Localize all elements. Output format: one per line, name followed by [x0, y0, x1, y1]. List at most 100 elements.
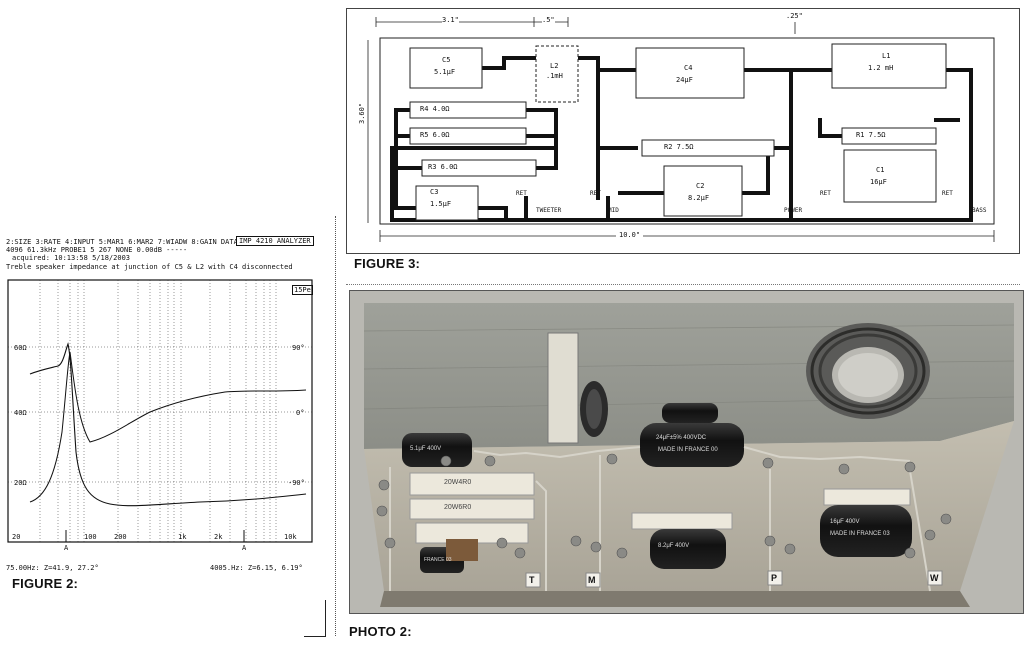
- r1-box: [841, 127, 937, 145]
- l2-value: .1mH: [546, 72, 563, 80]
- fig3-frame: [346, 8, 1020, 254]
- fig2-scale-tag: 15Pe: [292, 285, 313, 295]
- panel-divider: [335, 216, 336, 636]
- r2-box: [641, 139, 775, 157]
- c2-value: 8.2μF: [688, 194, 710, 202]
- l1-label: L1: [882, 52, 891, 60]
- r5-box: [409, 127, 527, 145]
- c3-value: 1.5μF: [430, 200, 452, 208]
- c4-box: [635, 47, 745, 99]
- dim-3-1: 3.1": [442, 16, 459, 24]
- small-cap-bottom-label: FRANCE 03: [424, 557, 452, 563]
- term-ret-3: RET: [820, 190, 831, 197]
- marker-a-right: A: [242, 544, 247, 552]
- air-core-inductor: [806, 323, 930, 419]
- y-left-label-40: 40Ω: [14, 409, 27, 417]
- y-right-label-0: 0°: [296, 409, 305, 417]
- r2-label: R2 7.5Ω: [664, 143, 694, 151]
- l2-label: L2: [550, 62, 559, 70]
- term-ret-1: RET: [516, 190, 527, 197]
- right-cap-label-1: 16μF 400V: [830, 519, 860, 525]
- terminal-label-w: W: [930, 573, 939, 583]
- fig2-header-line2: 4096 61.3kHz PROBE1 5 267 NONE 0.00dB --…: [6, 246, 188, 254]
- term-mid: MID: [608, 207, 619, 214]
- c4-label: C4: [684, 64, 693, 72]
- l1-box: [831, 43, 947, 89]
- mid-cap-label: 8.2μF 400V: [658, 543, 690, 549]
- cap-5-1uf: [402, 433, 472, 467]
- cap-8-2uf: [650, 529, 726, 569]
- y-right-label-neg90: -90°: [288, 479, 305, 487]
- c1-value: 16μF: [870, 178, 887, 186]
- c1-label: C1: [876, 166, 885, 174]
- terminal-label-p: P: [771, 573, 778, 583]
- r4-label: R4 4.0Ω: [420, 105, 450, 113]
- dim-0-25: .25": [786, 12, 803, 20]
- phase-curve: [29, 351, 307, 503]
- fig2-footer-right: 4005.Hz: Z=6.15, 6.19°: [210, 564, 303, 572]
- r5-label: R5 6.0Ω: [420, 131, 450, 139]
- c4-value: 24μF: [676, 76, 693, 84]
- resistor-label-b: 20W6R0: [444, 504, 472, 511]
- term-bass: BASS: [972, 207, 987, 214]
- resistor-r4: [409, 472, 535, 496]
- big-cap-label-2: MADE IN FRANCE 00: [658, 447, 718, 453]
- fig3-caption-rule: [346, 284, 1020, 285]
- fig2-header-tag: IMP 4210 ANALYZER: [236, 236, 314, 246]
- r3-label: R3 6.0Ω: [428, 163, 458, 171]
- c5-box: [409, 47, 483, 89]
- photo-2-caption: PHOTO 2:: [349, 624, 412, 639]
- small-cap-label: 5.1μF 400V: [410, 446, 442, 452]
- c2-label: C2: [696, 182, 705, 190]
- big-cap-label-1: 24μF±5% 400VDC: [656, 435, 707, 441]
- cap-16uf: [820, 505, 912, 557]
- terminal-label-t: T: [529, 575, 535, 585]
- impedance-plot: [7, 279, 313, 543]
- c5-label: C5: [442, 56, 451, 64]
- l1-value: 1.2 mH: [868, 64, 894, 72]
- fig2-header-line1: 2:SIZE 3:RATE 4:INPUT 5:MAR1 6:MAR2 7:WI…: [6, 238, 236, 246]
- fig2-corner-h: [304, 636, 326, 637]
- c3-label: C3: [430, 188, 439, 196]
- x-label-10k: 10k: [284, 533, 297, 541]
- c2-box: [663, 165, 743, 217]
- y-right-label-90: 90°: [292, 344, 305, 352]
- resistor-r5: [409, 498, 535, 520]
- term-ret-2: RET: [590, 190, 601, 197]
- term-tweeter: TWEETER: [536, 207, 562, 214]
- cap-24uf: [640, 423, 744, 467]
- ferrite-block: [547, 332, 579, 444]
- x-label-20: 20: [12, 533, 21, 541]
- r4-box: [409, 101, 527, 119]
- y-left-label-20: 20Ω: [14, 479, 27, 487]
- resistor-r2: [631, 512, 733, 530]
- c3-box: [415, 185, 479, 221]
- photo-2: T M P W 24μF±5% 400VDC MADE IN FRANCE 00…: [349, 290, 1024, 614]
- impedance-curve: [29, 342, 307, 507]
- dim-width: 10.0": [616, 231, 644, 239]
- resistor-r1: [823, 488, 911, 506]
- x-label-1k: 1k: [178, 533, 187, 541]
- c1-box: [843, 149, 937, 203]
- fig2-header-line3: acquired: 10:13:58 5/18/2003: [12, 254, 131, 262]
- dim-0-5: .5": [542, 16, 555, 24]
- figure-3: 3.1" .5" .25" 3.60" 10.0" C5 5.1μF L2 .1…: [346, 8, 1020, 285]
- x-label-200: 200: [114, 533, 127, 541]
- fig2-footer-left: 75.00Hz: Z=41.9, 27.2°: [6, 564, 99, 572]
- figure-2-caption: FIGURE 2:: [12, 576, 79, 591]
- fig2-title: Treble speaker impedance at junction of …: [6, 263, 293, 271]
- marker-a-left: A: [64, 544, 69, 552]
- term-ret-4: RET: [942, 190, 953, 197]
- x-label-100: 100: [84, 533, 97, 541]
- right-cap-label-2: MADE IN FRANCE 03: [830, 531, 890, 537]
- resistor-label-a: 20W4R0: [444, 479, 472, 486]
- y-left-label-60: 60Ω: [14, 344, 27, 352]
- figure-2: 2:SIZE 3:RATE 4:INPUT 5:MAR1 6:MAR2 7:WI…: [0, 216, 336, 636]
- crossover-layout-drawing: [367, 17, 995, 242]
- dim-height: 3.60": [358, 102, 366, 124]
- term-power: POWER: [784, 207, 803, 214]
- crossover-board-photo: [350, 291, 1023, 613]
- terminal-label-m: M: [588, 575, 596, 585]
- r3-box: [421, 159, 537, 177]
- fig2-corner-v: [325, 600, 326, 637]
